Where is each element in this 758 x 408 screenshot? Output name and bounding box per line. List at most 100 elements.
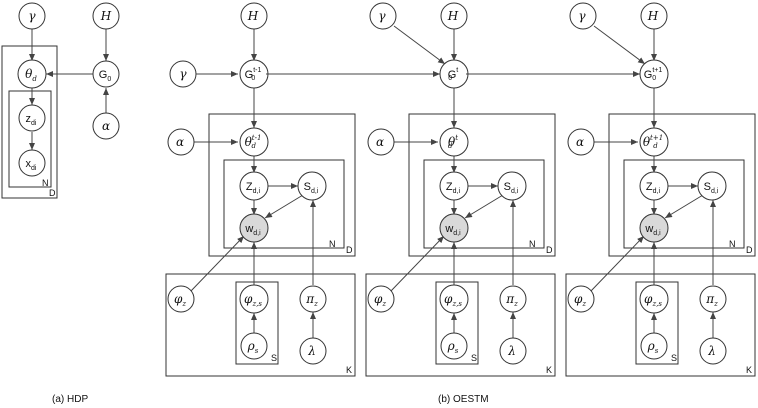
oestm-plate-D-t+1: D <box>608 113 756 257</box>
svg-text:γ: γ <box>28 9 36 23</box>
svg-text:πz: πz <box>305 292 318 308</box>
svg-text:wd,i: wd,i <box>644 223 661 237</box>
hdp-node-G0: G0 <box>92 60 120 88</box>
oestm-node-s-t+1: Sd,i <box>697 171 727 201</box>
svg-text:ρs: ρs <box>247 339 259 355</box>
oestm-plate-K-t-label: K <box>546 365 552 375</box>
oestm-node-lambda-t+1: λ <box>699 337 727 365</box>
oestm-node-w-t-1: wd,i <box>239 213 269 243</box>
svg-text:Zd,i: Zd,i <box>446 181 461 195</box>
svg-text:Sd,i: Sd,i <box>304 181 319 195</box>
svg-text:φz,s: φz,s <box>444 292 462 308</box>
oestm-edge-s-w-t <box>464 194 504 219</box>
svg-text:λ: λ <box>707 344 716 358</box>
svg-text:xdi: xdi <box>26 158 37 172</box>
svg-text:θt-1d: θt-1d <box>245 134 262 150</box>
svg-text:φz: φz <box>174 292 186 308</box>
oestm-node-phiz-t: φz <box>367 285 395 313</box>
hdp-plate-N: N <box>8 90 52 188</box>
oestm-plate-N-t+1: N <box>623 159 745 249</box>
hdp-panel: D N γ H θd <box>1 2 120 405</box>
hdp-plate-D: D <box>1 45 58 199</box>
svg-text:φz,s: φz,s <box>644 292 662 308</box>
oestm-plate-D-t-1: D <box>208 113 356 257</box>
oestm-plate-D-t-1-label: D <box>346 245 353 255</box>
oestm-node-pi-t: πz <box>499 285 527 313</box>
oestm-plate-S-t: S <box>435 281 479 365</box>
oestm-node-phiz-t-1: φz <box>167 285 195 313</box>
oestm-node-gamma-t: γ <box>369 2 397 30</box>
hdp-plate-D-label: D <box>49 188 56 198</box>
svg-text:α: α <box>176 135 184 149</box>
oestm-edge-phiz-w-t <box>389 235 445 293</box>
oestm-node-H-t-1: H <box>240 2 268 30</box>
svg-text:Gt+10: Gt+10 <box>644 67 663 82</box>
svg-text:H: H <box>247 9 259 23</box>
svg-text:Gt-10: Gt-10 <box>245 67 262 82</box>
oestm-node-rho-t+1: ρs <box>640 332 668 360</box>
svg-text:H: H <box>647 9 659 23</box>
oestm-node-s-t: Sd,i <box>497 171 527 201</box>
hdp-plate-N-label: N <box>42 178 49 188</box>
hdp-node-gamma: γ <box>18 2 46 30</box>
hdp-node-alpha: α <box>92 112 120 140</box>
svg-text:φz,s: φz,s <box>244 292 262 308</box>
oestm-node-w-t+1: wd,i <box>639 213 669 243</box>
svg-text:λ: λ <box>307 344 316 358</box>
svg-text:ρs: ρs <box>647 339 659 355</box>
svg-text:λ: λ <box>507 344 516 358</box>
svg-text:zdi: zdi <box>26 113 37 127</box>
oestm-plate-S-t-1: S <box>235 281 279 365</box>
oestm-plate-S-t-label: S <box>471 353 477 363</box>
oestm-edge-gamma-G-t+1 <box>593 25 646 65</box>
oestm-node-z-t+1: Zd,i <box>639 171 669 201</box>
hdp-node-z: zdi <box>18 104 46 132</box>
oestm-plate-D-t-label: D <box>546 245 553 255</box>
svg-text:Zd,i: Zd,i <box>646 181 661 195</box>
oestm-node-alpha-t-1: α <box>167 128 195 156</box>
oestm-node-H-t: H <box>440 2 468 30</box>
oestm-node-s-t-1: Sd,i <box>297 171 327 201</box>
svg-text:γ: γ <box>179 67 187 81</box>
svg-text:πz: πz <box>505 292 518 308</box>
svg-text:θt+1d: θt+1d <box>643 134 663 150</box>
svg-text:wd,i: wd,i <box>244 223 261 237</box>
oestm-plate-N-t+1-label: N <box>729 239 736 249</box>
svg-text:θtd: θtd <box>448 134 458 150</box>
svg-text:θd: θd <box>25 67 37 83</box>
oestm-plate-N-t-1: N <box>223 159 345 249</box>
oestm-plate-K-t+1-label: K <box>746 365 752 375</box>
oestm-node-lambda-t: λ <box>499 337 527 365</box>
svg-text:ρs: ρs <box>447 339 459 355</box>
svg-text:Sd,i: Sd,i <box>504 181 519 195</box>
oestm-node-alpha-t: α <box>367 128 395 156</box>
oestm-edge-s-w-t+1 <box>664 194 704 219</box>
svg-text:α: α <box>576 135 584 149</box>
oestm-node-z-t-1: Zd,i <box>239 171 269 201</box>
oestm-edge-phiz-w-t-1 <box>189 235 245 293</box>
oestm-node-gamma-t+1: γ <box>569 2 597 30</box>
oestm-plate-K-t+1: K <box>565 273 756 377</box>
oestm-plate-K-t-1-label: K <box>346 365 352 375</box>
oestm-node-gamma-left: γ <box>169 60 197 88</box>
oestm-edge-s-w-t-1 <box>264 194 304 219</box>
svg-text:α: α <box>102 119 110 133</box>
oestm-plate-S-t+1: S <box>635 281 679 365</box>
svg-text:Zd,i: Zd,i <box>246 181 261 195</box>
svg-text:α: α <box>376 135 384 149</box>
svg-text:γ: γ <box>378 9 386 23</box>
oestm-plate-D-t+1-label: D <box>746 245 753 255</box>
hdp-node-H: H <box>92 2 120 30</box>
oestm-plate-N-t: N <box>423 159 545 249</box>
svg-text:H: H <box>100 9 112 23</box>
svg-text:φz: φz <box>574 292 586 308</box>
svg-text:πz: πz <box>705 292 718 308</box>
